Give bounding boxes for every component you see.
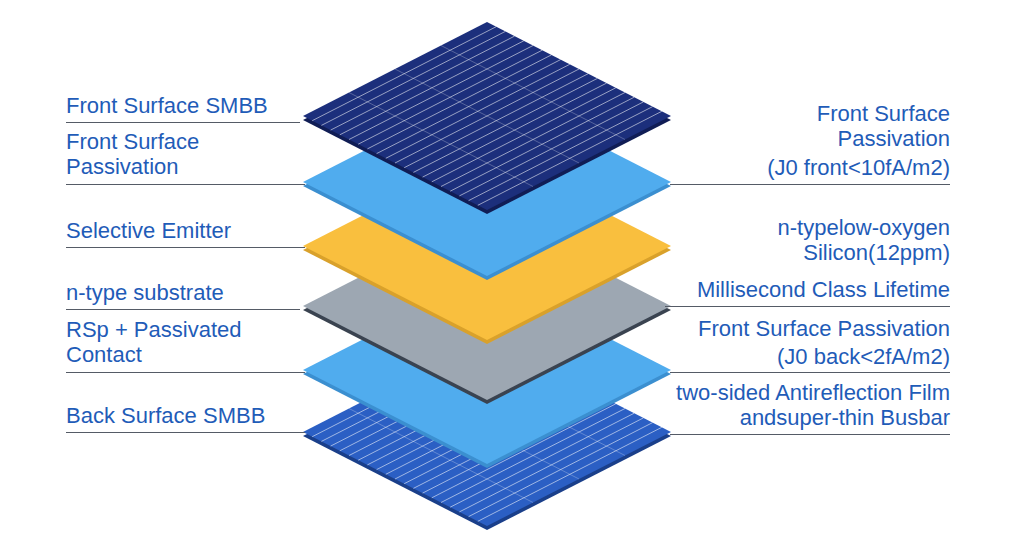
callout-label: n-type substrate xyxy=(66,280,306,305)
leader-line xyxy=(66,184,305,185)
leader-line xyxy=(66,309,300,310)
callout-label: Selective Emitter xyxy=(66,218,306,243)
callout-label: n-typelow-oxygen Silicon(12ppm) xyxy=(765,215,950,266)
callout-label: Front Surface Passivation xyxy=(770,101,950,152)
callout-label: Back Surface SMBB xyxy=(66,403,306,428)
callout-label: Front Surface Passivation xyxy=(66,129,266,180)
callout-label: two-sided Antireflection Film andsuper-t… xyxy=(650,380,950,431)
callout-label: (J0 front<10fA/m2) xyxy=(690,155,950,180)
layer-face xyxy=(303,22,671,210)
busbar-line xyxy=(395,69,579,163)
callout-label: RSp + Passivated Contact xyxy=(66,317,266,368)
callout-label: Front Surface Passivation xyxy=(650,316,950,341)
callout-label: (J0 back<2fA/m2) xyxy=(690,344,950,369)
leader-line xyxy=(670,434,950,435)
leader-line xyxy=(66,122,300,123)
finger-line xyxy=(395,69,579,163)
busbar-line xyxy=(349,93,533,187)
leader-line xyxy=(670,184,950,185)
leader-line xyxy=(670,372,950,373)
front-smbb-layer xyxy=(303,22,671,214)
leader-line xyxy=(66,432,305,433)
callout-label: Front Surface SMBB xyxy=(66,93,306,118)
leader-line xyxy=(66,247,305,248)
leader-line xyxy=(665,306,950,307)
leader-line xyxy=(66,372,305,373)
callout-label: Millisecond Class Lifetime xyxy=(650,277,950,302)
busbar-line xyxy=(441,46,625,140)
